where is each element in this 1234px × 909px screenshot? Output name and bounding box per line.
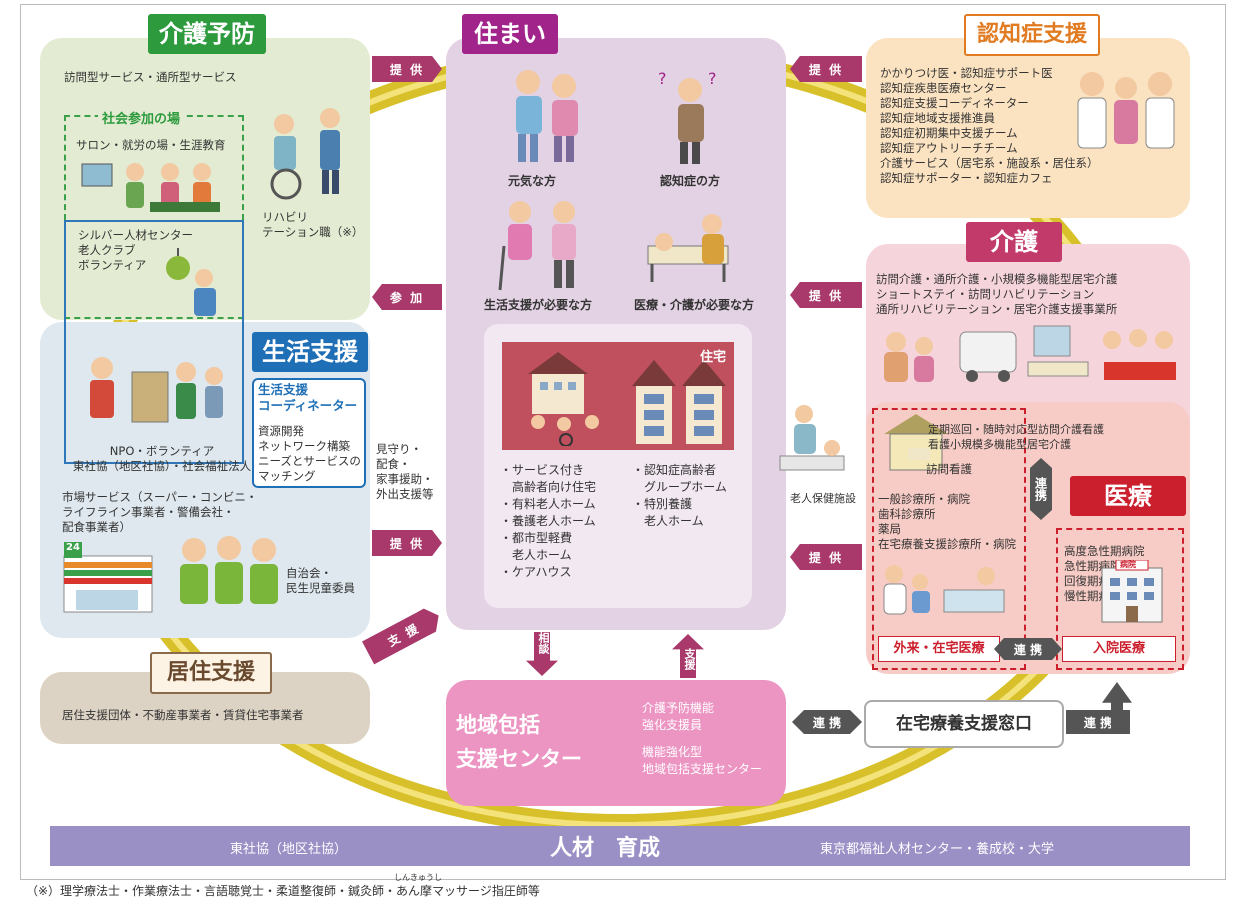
arrow-teikyo-kaigo: 提 供 — [790, 282, 862, 308]
diagram-frame — [20, 4, 1226, 880]
ninchisho-support-illustration — [1077, 72, 1175, 149]
kaigo-title: 介護 — [966, 222, 1062, 262]
arrow-teikyo-ninchisho: 提 供 — [790, 56, 862, 82]
svg-text:?: ? — [658, 69, 667, 88]
mimamori-label: 見守り・配食・家事援助・外出支援等 — [376, 442, 434, 501]
sumai-title: 住まい — [462, 14, 558, 54]
iryo-kaigo-person-illustration — [647, 214, 729, 282]
gairai-label: 外来・在宅医療 — [878, 636, 1000, 662]
houmon-house-illustration — [884, 414, 948, 471]
footnote-ruby: しんきゅうし — [394, 873, 442, 882]
houkatsu-title: 地域包括支援センター — [456, 713, 582, 771]
teiki-items: 定期巡回・随時対応型訪問介護看護看護小規模多機能型居宅介護 — [928, 423, 1104, 451]
service-housing-illustration — [528, 352, 599, 446]
seikatsu-shien-person-illustration — [498, 201, 576, 291]
kaigo-yobo-services: 訪問型サービス・通所型サービス — [64, 70, 237, 84]
market-services: 市場サービス（スーパー・コンビニ・ライフライン事業者・警備会社・配食事業者） — [62, 490, 258, 534]
jichikai-label: 自治会・民生児童委員 — [286, 566, 355, 595]
gairai-box — [872, 408, 1026, 670]
rehab-label: リハビリテーション職（※） — [262, 210, 364, 239]
arrow-sanka: 参 加 — [372, 284, 442, 310]
silver-items: シルバー人材センター老人クラブボランティア — [78, 228, 193, 272]
npo-volunteer-illustration — [90, 357, 223, 423]
jichikai-people-illustration — [180, 536, 278, 604]
genki-person-illustration — [516, 70, 578, 162]
jutaku-list-2: ・認知症高齢者 グループホーム・特別養護 老人ホーム — [632, 463, 727, 528]
kyoju-title: 居住支援 — [150, 652, 272, 694]
jinzai-right: 東京都福祉人材センター・養成校・大学 — [820, 842, 1055, 857]
store-number: 24 — [66, 542, 80, 553]
zaitaku-box: 在宅療養支援窓口 — [864, 700, 1064, 748]
kyoju-items: 居住支援団体・不動産事業者・賃貸住宅事業者 — [62, 708, 304, 722]
renkei-gairai-nyuin: 連 携 — [994, 638, 1062, 660]
silver-box — [64, 220, 244, 464]
person-label-iryo-kaigo: 医療・介護が必要な方 — [634, 298, 755, 312]
kaigo-yobo-title: 介護予防 — [148, 14, 266, 54]
houmon-kango: 訪問看護 — [926, 462, 972, 476]
salon-people-illustration — [81, 163, 220, 212]
coordinator-items: 資源開発ネットワーク構築ニーズとサービスのマッチング — [258, 424, 361, 483]
jinzai-left: 東社協（地区社協） — [230, 842, 348, 857]
footnote: （※）理学療法士・作業療法士・言語聴覚士・柔道整復師・鍼灸師・あん摩マッサージ指… — [26, 884, 540, 898]
iryo-title: 医療 — [1070, 476, 1186, 516]
person-label-seikatsu: 生活支援が必要な方 — [484, 298, 593, 312]
jinzai-bar — [50, 826, 1190, 866]
hospital-sign: 病院 — [1120, 560, 1136, 569]
jutaku-label: 住宅 — [700, 350, 727, 365]
arrow-teikyo-iryo: 提 供 — [790, 544, 862, 570]
ninchisho-title: 認知症支援 — [964, 14, 1100, 56]
silver-worker-illustration — [166, 248, 216, 316]
kaigo-services-illustration — [884, 325, 1176, 382]
hospital-building-illustration — [1101, 560, 1163, 623]
roujin-hoken-illustration — [779, 405, 845, 471]
roujin-hoken-label: 老人保健施設 — [790, 492, 856, 505]
houkatsu-panel — [446, 680, 786, 806]
npo-labels: NPO・ボランティア東社協（地区社協）・社会福祉法人 — [72, 444, 252, 473]
gairai-items: 一般診療所・病院歯科診療所薬局在宅療養支援診療所・病院 — [878, 492, 1016, 551]
shakai-sanka-items: サロン・就労の場・生涯教育 — [76, 138, 226, 152]
coordinator-box — [252, 378, 366, 488]
arrow-sodan-label: 相談 — [537, 632, 550, 654]
jutaku-list-1: ・サービス付き 高齢者向け住宅・有料老人ホーム・養護老人ホーム・都市型軽費 老人… — [500, 463, 597, 579]
renkei-kaigo-iryo: 連携 — [1030, 458, 1052, 520]
person-label-genki: 元気な方 — [508, 174, 557, 188]
kaigo-items: 訪問介護・通所介護・小規模多機能型居宅介護ショートステイ・訪問リハビリテーション… — [876, 272, 1118, 316]
arrow-teikyo-seikatsu: 提 供 — [372, 530, 442, 556]
arrow-shien-up-label: 支援 — [683, 648, 696, 670]
shakai-sanka-title: 社会参加の場 — [98, 108, 185, 127]
renkei-houkatsu-zaitaku: 連 携 — [792, 710, 862, 734]
ninchisho-items: かかりつけ医・認知症サポート医認知症疾患医療センター認知症支援コーディネーター認… — [880, 66, 1099, 185]
houkatsu-items: 介護予防機能強化支援員機能強化型地域包括支援センター — [642, 701, 763, 776]
svg-text:?: ? — [708, 69, 717, 88]
rehab-illustration — [270, 108, 340, 200]
nyuin-box — [1056, 528, 1184, 670]
jinzai-center: 人材 育成 — [550, 836, 661, 861]
coordinator-title: 生活支援コーディネーター — [258, 382, 358, 413]
ninchisho-person-illustration: ? ? — [658, 69, 717, 164]
clinic-illustration — [883, 565, 1005, 615]
nyuin-label: 入院医療 — [1062, 636, 1176, 662]
arrow-teikyo-kaigo-yobo: 提 供 — [372, 56, 442, 82]
person-label-ninchisho: 認知症の方 — [660, 174, 721, 188]
seikatsu-title: 生活支援 — [252, 332, 368, 372]
convenience-store-illustration — [63, 542, 153, 613]
group-home-illustration — [632, 360, 726, 444]
